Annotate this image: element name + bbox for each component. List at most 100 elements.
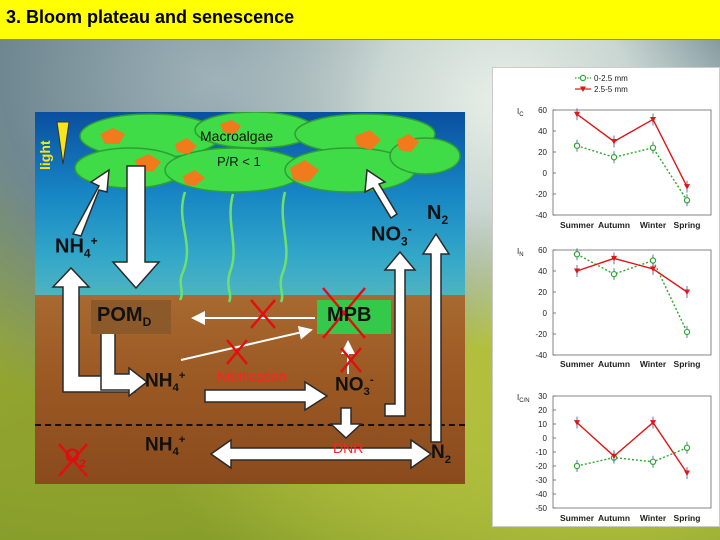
data-point: [573, 142, 581, 149]
data-point: [611, 139, 617, 145]
title-bar: 3. Bloom plateau and senescence: [0, 0, 720, 40]
arrow-pomd-down: [100, 331, 149, 398]
nitrogen-cycle-diagram: light Macroalgae P/R < 1 NH4+ NO3- N2 PO…: [35, 112, 465, 484]
category-label: Summer: [560, 220, 595, 230]
series-line: [576, 447, 688, 467]
category-label: Summer: [560, 359, 595, 369]
y-tick-label: -20: [535, 330, 547, 339]
arrow-dnr-double: [209, 438, 433, 470]
y-tick-label: -50: [535, 504, 547, 513]
oxic-anoxic-boundary: [35, 424, 465, 426]
y-tick-label: 40: [538, 267, 547, 276]
data-point: [650, 116, 656, 123]
y-tick-label: -10: [535, 448, 547, 457]
data-point: [573, 462, 581, 470]
light-beam-icon: [56, 121, 70, 165]
data-point: [683, 197, 691, 204]
category-label: Spring: [674, 220, 701, 230]
data-point: [684, 289, 690, 295]
no3-top-label: NO3-: [371, 222, 412, 249]
y-tick-label: 20: [538, 288, 547, 297]
data-point: [684, 470, 690, 476]
category-label: Winter: [640, 220, 667, 230]
data-point: [574, 268, 580, 274]
chart-ylabel-sub: C/N: [519, 398, 529, 404]
data-point: [611, 255, 617, 262]
arrow-n2-up: [421, 232, 451, 443]
algae-roots: [178, 191, 288, 303]
arrow-nh4-to-algae: [71, 168, 110, 237]
y-tick-label: 10: [538, 420, 547, 429]
chart-ylabel-sub: N: [519, 252, 523, 258]
y-tick-label: 20: [538, 406, 547, 415]
arrow-algae-down: [111, 165, 161, 290]
y-tick-label: 20: [538, 148, 547, 157]
arrow-no3-down-dnr: [329, 407, 363, 440]
arrow-no3-to-algae: [364, 168, 399, 220]
pr-ratio-label: P/R < 1: [217, 154, 261, 169]
chart-ylabel: IN: [517, 247, 524, 258]
data-point: [574, 111, 580, 118]
y-tick-label: -30: [535, 476, 547, 485]
y-tick-label: -40: [535, 490, 547, 499]
category-label: Spring: [674, 359, 701, 369]
arrow-nitrification: [204, 380, 329, 412]
pomd-box: [91, 300, 171, 334]
y-tick-label: 60: [538, 106, 547, 115]
series-line: [576, 257, 688, 293]
mpb-label: MPB: [327, 304, 372, 326]
series-line: [576, 113, 688, 187]
data-point: [649, 144, 657, 152]
dnr-label: DNR: [333, 440, 364, 456]
category-label: Spring: [674, 513, 701, 523]
mpb-box: [317, 300, 391, 334]
macroalgae-label: Macroalgae: [200, 128, 274, 144]
data-point: [650, 420, 656, 426]
light-label: light: [37, 140, 53, 170]
y-tick-label: 40: [538, 127, 547, 136]
data-point: [649, 257, 657, 264]
pomd-label: POMD: [97, 304, 152, 329]
chart-ylabel: IC/N: [517, 393, 530, 404]
data-point: [683, 444, 691, 451]
data-point: [610, 270, 618, 278]
y-tick-label: -40: [535, 351, 547, 360]
data-point: [684, 184, 690, 190]
category-label: Winter: [640, 513, 667, 523]
data-point: [573, 250, 581, 258]
category-label: Summer: [560, 513, 595, 523]
y-tick-label: 0: [543, 434, 548, 443]
data-point: [650, 266, 656, 272]
series-line: [576, 421, 688, 474]
plot-frame: [552, 249, 712, 356]
no3-mid-label: NO3-: [335, 374, 374, 399]
data-point: [649, 458, 657, 465]
arrow-nh4-to-mpb: [180, 325, 313, 361]
cross-marks: [58, 287, 366, 477]
arrow-no3-up-right: [383, 250, 417, 417]
legend-marker: [580, 86, 586, 92]
y-tick-label: 0: [543, 169, 548, 178]
slide-title: 3. Bloom plateau and senescence: [6, 7, 295, 27]
data-point: [610, 154, 618, 161]
data-point: [611, 453, 617, 460]
algae-spots: [100, 120, 419, 186]
y-tick-label: -40: [535, 211, 547, 220]
nh4-left-label: NH4+: [55, 234, 98, 261]
category-label: Winter: [640, 359, 667, 369]
y-tick-label: -20: [535, 462, 547, 471]
diagram-graphics: [51, 112, 461, 477]
chart-ylabel: IC: [517, 107, 524, 118]
n2-bottom-label: N2: [431, 442, 452, 466]
plot-frame: [552, 109, 712, 216]
y-tick-label: 30: [538, 392, 547, 401]
category-label: Autumn: [598, 359, 630, 369]
n2-top-label: N2: [427, 202, 449, 227]
legend-label: 0-2.5 mm: [594, 74, 628, 83]
nitrification-label: Nitrification: [217, 368, 287, 384]
data-point: [574, 420, 580, 426]
nh4-mid-label: NH4+: [145, 370, 186, 395]
y-tick-label: 0: [543, 309, 548, 318]
